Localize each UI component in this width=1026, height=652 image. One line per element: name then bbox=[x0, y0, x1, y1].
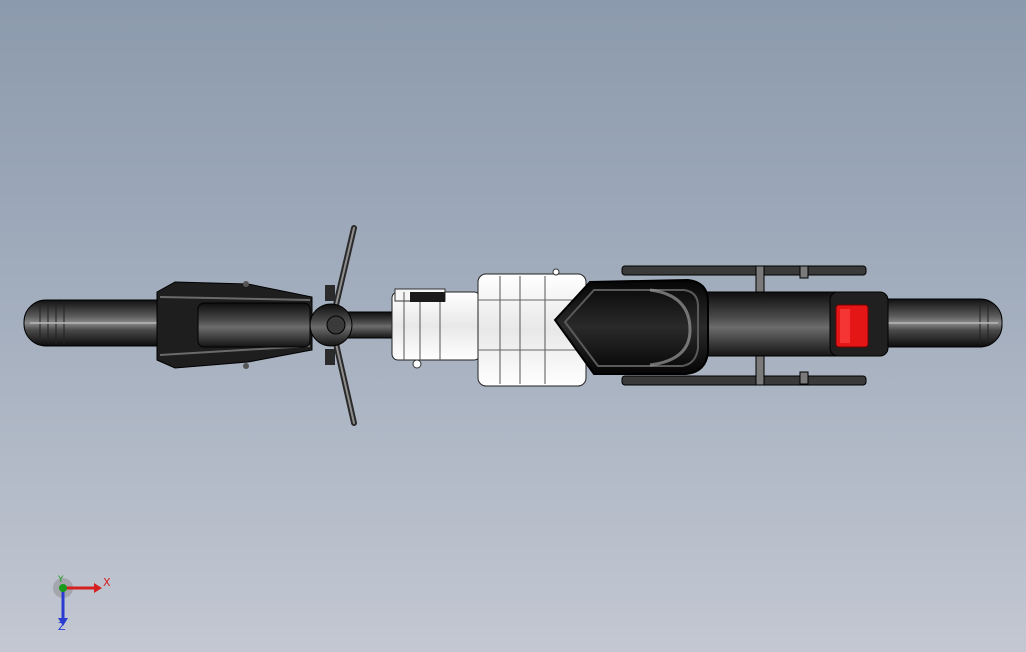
engine-block[interactable] bbox=[391, 268, 587, 387]
front-fork[interactable] bbox=[156, 281, 313, 369]
fuel-tank[interactable] bbox=[553, 278, 709, 375]
y-axis-dot bbox=[59, 584, 67, 592]
x-axis-label: X bbox=[103, 576, 111, 589]
orientation-triad bbox=[53, 578, 102, 626]
steering-head[interactable] bbox=[309, 285, 353, 365]
z-axis-label: Z bbox=[58, 620, 66, 633]
tail-light[interactable] bbox=[835, 304, 869, 348]
y-axis-label: Y bbox=[58, 575, 64, 585]
